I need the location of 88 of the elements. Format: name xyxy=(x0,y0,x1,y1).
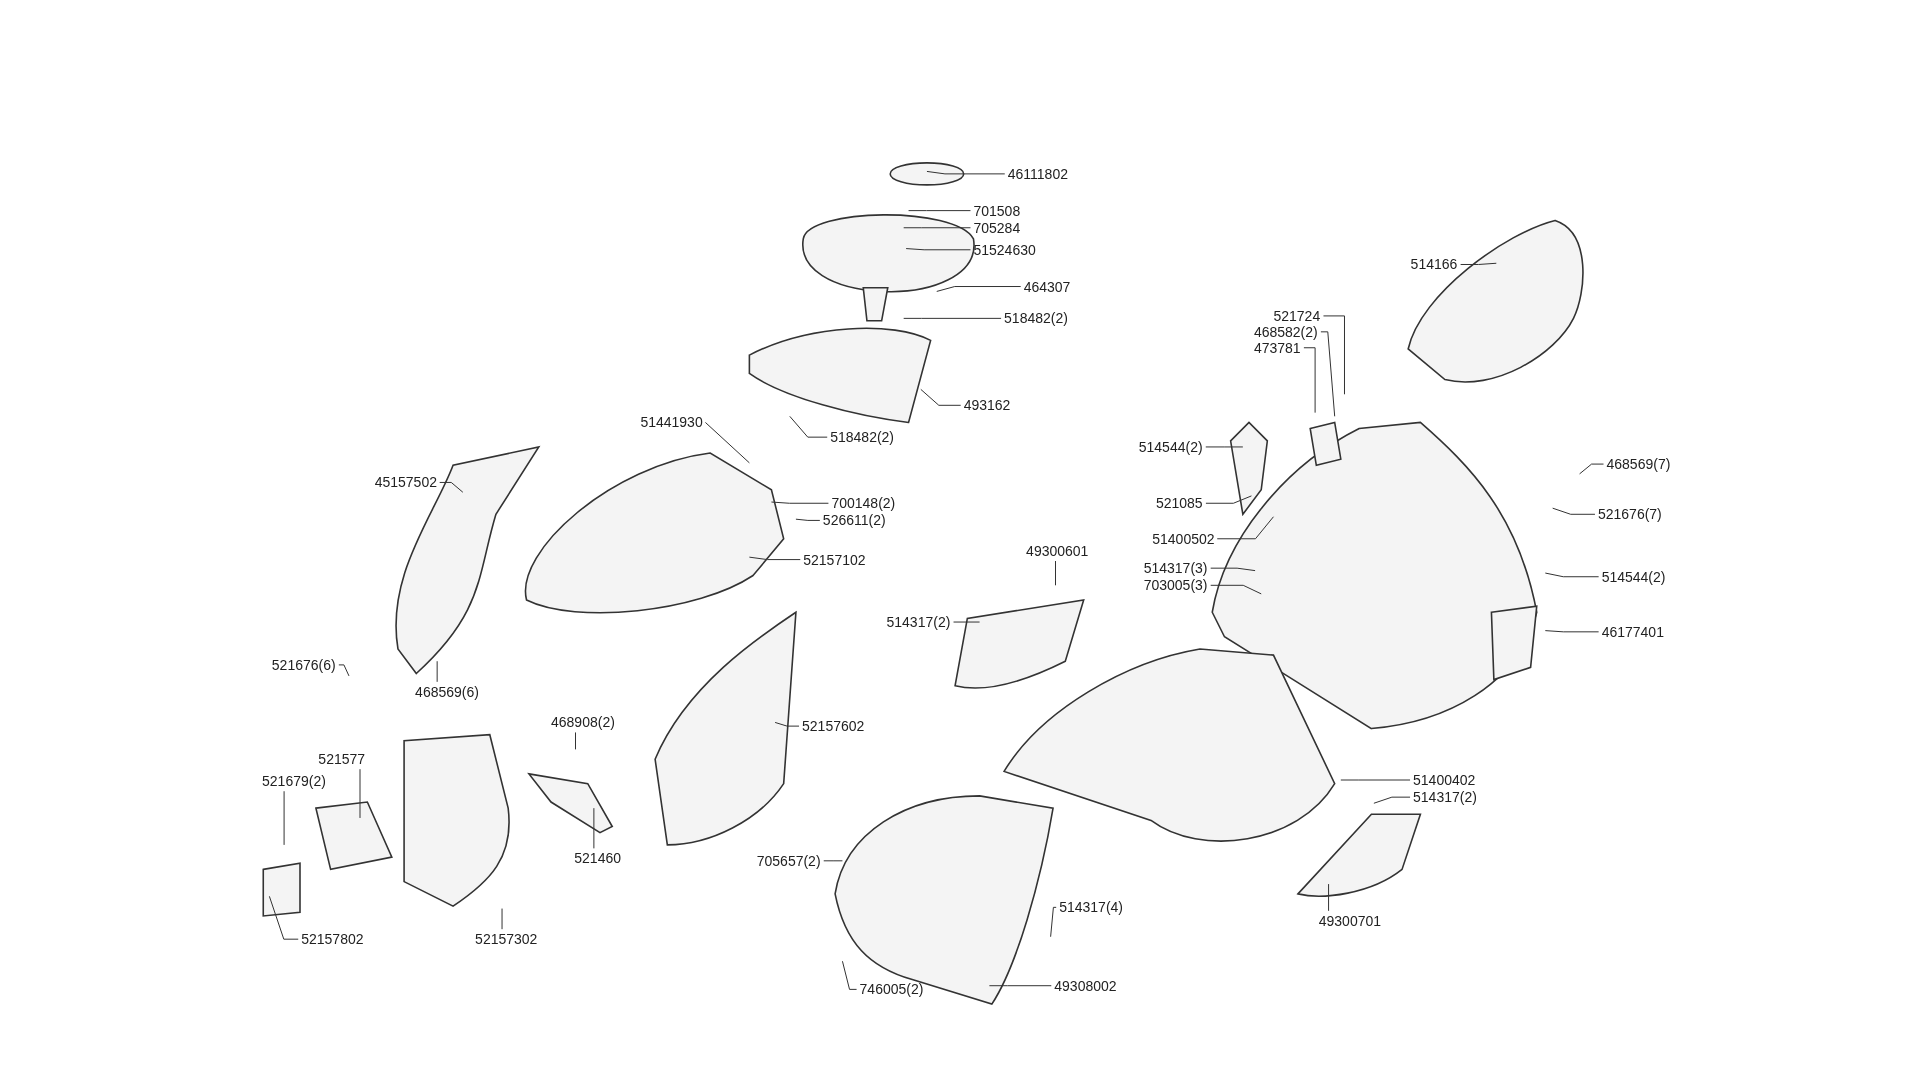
part-number: 518482(2) xyxy=(830,429,895,446)
leader-line xyxy=(905,248,971,251)
part-number: 514317(3) xyxy=(1143,560,1208,577)
leader-line xyxy=(795,518,821,521)
part-number: 701508 xyxy=(973,202,1021,219)
part-number: 521724 xyxy=(1273,307,1321,324)
leader-line xyxy=(1544,630,1600,633)
part-number: 514544(2) xyxy=(1138,438,1203,455)
leader-line xyxy=(908,210,971,212)
part-number: 52157102 xyxy=(803,551,866,568)
leader-line xyxy=(823,860,843,862)
leader-line xyxy=(704,421,750,464)
part-number: 746005(2) xyxy=(859,981,924,998)
leader-line xyxy=(1328,883,1330,912)
part-number: 51400502 xyxy=(1152,530,1215,547)
leader-line xyxy=(1055,560,1056,586)
part-number: 49308002 xyxy=(1054,977,1117,994)
part-number: 464307 xyxy=(1023,278,1071,295)
leader-line xyxy=(1210,584,1262,595)
part-number: 468908(2) xyxy=(551,714,615,731)
part-number: 514317(2) xyxy=(1413,789,1477,806)
leader-line xyxy=(1303,347,1316,414)
part-number: 514544(2) xyxy=(1601,568,1666,585)
part-number: 51524630 xyxy=(973,241,1036,258)
part-number: 45157502 xyxy=(374,474,437,491)
leader-line xyxy=(439,481,464,493)
leader-line xyxy=(1050,906,1057,938)
leader-line xyxy=(436,660,438,683)
leader-line xyxy=(1210,567,1256,572)
part-number: 521679(2) xyxy=(262,773,326,790)
leader-line xyxy=(903,227,971,229)
leader-line xyxy=(359,768,361,819)
part-number: 493162 xyxy=(963,397,1011,414)
part-number: 521085 xyxy=(1155,495,1203,512)
leader-line xyxy=(1216,516,1274,540)
leader-line xyxy=(748,556,801,561)
part-number: 52157802 xyxy=(301,931,364,948)
part-number: 703005(3) xyxy=(1143,577,1208,594)
part-number: 705657(2) xyxy=(756,852,821,869)
part-number: 46111802 xyxy=(1007,165,1068,182)
part-number: 518482(2) xyxy=(1004,310,1068,327)
part-number: 521460 xyxy=(574,850,621,867)
part-number: 473781 xyxy=(1253,339,1301,356)
leader-line xyxy=(1552,507,1596,515)
part-number: 705284 xyxy=(973,219,1021,236)
leader-line xyxy=(1579,463,1605,475)
leader-line xyxy=(903,317,1002,319)
leader-line xyxy=(268,895,299,940)
part-number: 521676(6) xyxy=(271,656,336,673)
leader-line xyxy=(1544,572,1600,578)
part-number: 468569(7) xyxy=(1606,456,1671,473)
leader-line xyxy=(1340,779,1411,781)
leader-line xyxy=(953,621,981,623)
leader-line xyxy=(789,415,828,438)
part-number: 49300601 xyxy=(1026,543,1089,559)
part-number: 51441930 xyxy=(640,414,703,431)
leader-line xyxy=(1320,331,1336,417)
part-number: 514166 xyxy=(1410,256,1458,273)
leader-line xyxy=(1373,796,1411,804)
leader-line xyxy=(926,170,1006,175)
part-number: 51400402 xyxy=(1413,772,1476,788)
part-number: 52157302 xyxy=(475,931,538,948)
leader-line xyxy=(1322,315,1345,395)
part-number: 526611(2) xyxy=(822,512,886,529)
leader-line xyxy=(770,501,829,504)
part-number: 514317(2) xyxy=(886,614,951,631)
leader-line xyxy=(575,731,576,750)
part-number: 46177401 xyxy=(1601,623,1664,640)
leader-line xyxy=(774,721,800,727)
leader-line xyxy=(920,388,962,406)
part-number: 468569(6) xyxy=(415,683,479,700)
leader-line xyxy=(1460,262,1497,265)
part-number: 521577 xyxy=(318,751,366,768)
leader-line xyxy=(1205,446,1244,448)
leader-line xyxy=(593,807,595,849)
leader-line xyxy=(1205,495,1252,504)
leader-line xyxy=(936,286,1022,292)
part-number: 700148(2) xyxy=(831,495,896,512)
part-number: 521676(7) xyxy=(1597,506,1662,523)
part-number: 52157602 xyxy=(802,718,865,735)
part-number: 49300701 xyxy=(1318,912,1382,929)
leader-line xyxy=(988,985,1052,987)
leader-line xyxy=(338,664,350,677)
leader-line xyxy=(841,960,858,990)
part-number: 468582(2) xyxy=(1253,323,1318,340)
part-number: 514317(4) xyxy=(1059,899,1123,916)
leader-line xyxy=(501,908,503,930)
leader-line xyxy=(283,790,285,846)
